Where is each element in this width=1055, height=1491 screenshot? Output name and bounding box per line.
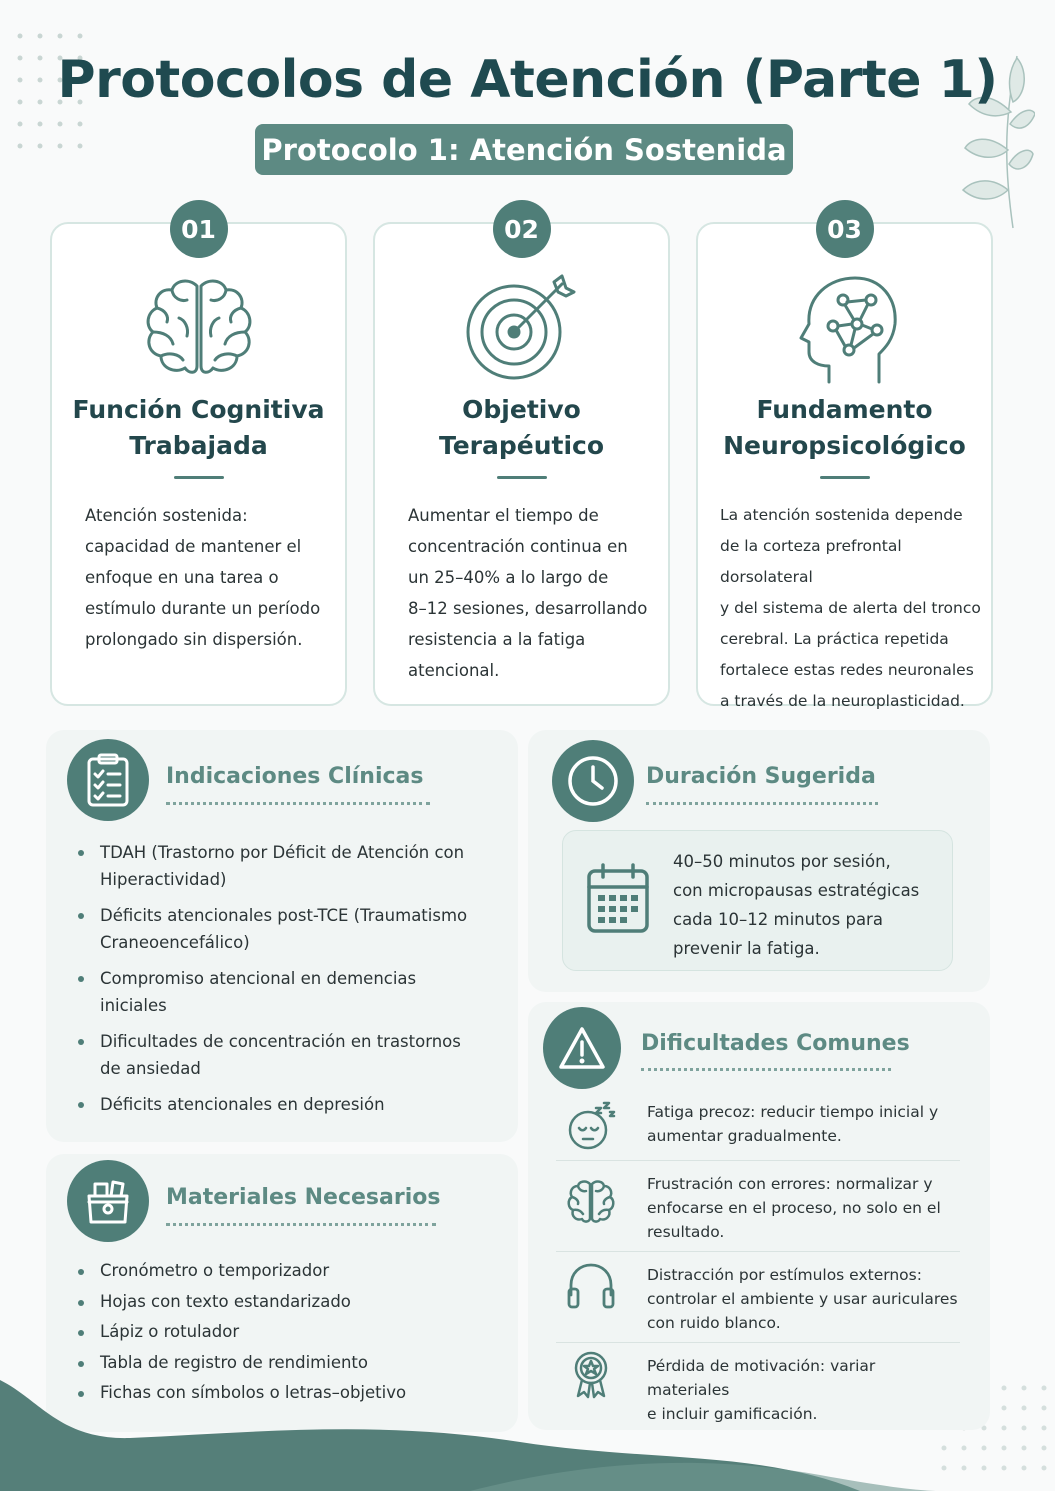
indications-list: TDAH (Trastorno por Déficit de Atención … [76, 839, 506, 1127]
materials-list: Cronómetro o temporizador Hojas con text… [76, 1256, 506, 1409]
list-item: Déficits atencionales en depresión [76, 1091, 506, 1118]
headphones-icon [567, 1263, 615, 1309]
target-icon [466, 274, 575, 380]
difficulties-title: Dificultades Comunes [641, 1031, 910, 1056]
leaf-branch-icon [961, 55, 1035, 229]
list-item: Fichas con símbolos o letras–objetivo [76, 1378, 506, 1409]
list-item: Déficits atencionales post-TCE (Traumati… [76, 902, 506, 956]
page-title: Protocolos de Atención (Parte 1) [57, 50, 998, 110]
decorative-dot-grid [941, 1385, 1047, 1471]
difficulty-item: Distracción por estímulos externos:contr… [556, 1259, 960, 1341]
card-divider [819, 476, 870, 479]
card-number-badge: 02 [492, 200, 551, 258]
clock-icon [552, 740, 634, 822]
protocol-subtitle-banner: Protocolo 1: Atención Sostenida [255, 124, 793, 175]
duration-text: 40–50 minutos por sesión,con micropausas… [673, 852, 920, 958]
card-number-badge: 01 [169, 200, 228, 258]
decorative-wave [0, 1380, 940, 1491]
toolbox-icon [67, 1160, 149, 1242]
clipboard-checklist-icon [67, 739, 149, 821]
list-item: TDAH (Trastorno por Déficit de Atención … [76, 839, 506, 893]
calendar-icon [587, 863, 649, 933]
list-item: Tabla de registro de rendimiento [76, 1348, 506, 1379]
divider [556, 1160, 960, 1161]
duration-title: Duración Sugerida [646, 764, 876, 789]
protocol-subtitle: Protocolo 1: Atención Sostenida [261, 132, 787, 167]
divider [556, 1251, 960, 1252]
card-divider [173, 476, 224, 479]
title-dotted-underline [166, 1223, 436, 1226]
title-dotted-underline [646, 802, 878, 805]
divider [556, 1342, 960, 1343]
title-dotted-underline [166, 802, 430, 805]
sleepy-face-icon [568, 1101, 616, 1150]
card-divider [496, 476, 547, 479]
list-item: Lápiz o rotulador [76, 1317, 506, 1348]
difficulty-text: Pérdida de motivación: variar materiales… [647, 1357, 876, 1423]
brain-icon [146, 279, 251, 374]
award-ribbon-icon [574, 1351, 608, 1399]
list-item: Dificultades de concentración en trastor… [76, 1028, 506, 1082]
card-number-badge: 03 [815, 200, 874, 258]
duration-box: 40–50 minutos por sesión,con micropausas… [562, 830, 953, 971]
warning-triangle-icon [543, 1007, 621, 1089]
card-body-text: Atención sostenida:capacidad de mantener… [85, 506, 321, 649]
difficulty-text: Distracción por estímulos externos:contr… [647, 1266, 958, 1332]
materials-title: Materiales Necesarios [166, 1185, 441, 1210]
list-item: Hojas con texto estandarizado [76, 1287, 506, 1318]
difficulty-item: Pérdida de motivación: variar materiales… [556, 1350, 960, 1423]
list-item: Cronómetro o temporizador [76, 1256, 506, 1287]
decorative-dot-grid [17, 33, 83, 149]
title-dotted-underline [641, 1068, 891, 1071]
indications-title: Indicaciones Clínicas [166, 764, 424, 789]
brain-icon [567, 1180, 615, 1223]
head-network-icon [799, 276, 897, 384]
